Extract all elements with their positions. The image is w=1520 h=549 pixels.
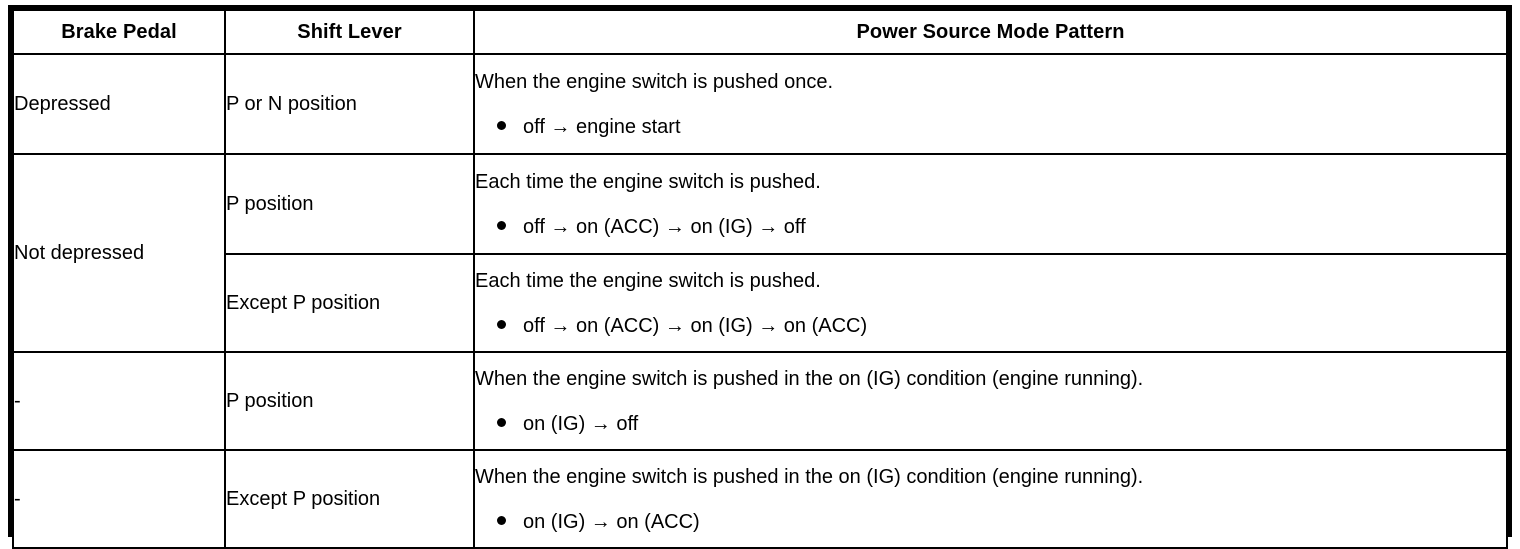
power-pattern-text: off → engine start	[523, 115, 681, 138]
column-header-shift-lever: Shift Lever	[224, 9, 475, 55]
power-condition-text: Each time the engine switch is pushed.	[475, 269, 821, 292]
power-source-mode-table: Brake Pedal Shift Lever Power Source Mod…	[12, 9, 1508, 549]
column-header-brake-pedal: Brake Pedal	[12, 9, 226, 55]
bullet-dot-icon	[497, 515, 506, 525]
cell-shift-lever: Except P position	[224, 253, 475, 353]
power-pattern-bullet-line: off → on (ACC) → on (IG) → on (ACC)	[475, 314, 1506, 338]
bullet-dot-icon	[497, 120, 506, 130]
bullet-dot-icon	[497, 220, 506, 230]
cell-brake-pedal: -	[12, 449, 226, 549]
cell-power-source-mode-pattern: When the engine switch is pushed once. o…	[473, 53, 1508, 155]
cell-brake-pedal: -	[12, 351, 226, 451]
power-pattern-bullet-line: off → engine start	[475, 115, 1506, 139]
power-pattern-bullet-line: on (IG) → on (ACC)	[475, 510, 1506, 534]
power-condition-text: When the engine switch is pushed in the …	[475, 367, 1144, 390]
table-row: Except P position Each time the engine s…	[13, 253, 1508, 353]
table-header-row: Brake Pedal Shift Lever Power Source Mod…	[12, 9, 1508, 55]
cell-shift-lever: P or N position	[224, 53, 475, 155]
power-pattern-text: on (IG) → off	[523, 412, 639, 435]
power-condition-text: When the engine switch is pushed once.	[475, 70, 833, 93]
table-row: - Except P position When the engine swit…	[12, 449, 1508, 549]
cell-brake-pedal: Not depressed	[12, 153, 226, 353]
cell-power-source-mode-pattern: When the engine switch is pushed in the …	[473, 351, 1508, 451]
power-pattern-bullet-line: off → on (ACC) → on (IG) → off	[475, 215, 1506, 239]
table-row: Depressed P or N position When the engin…	[12, 53, 1508, 155]
power-source-mode-table-frame: Brake Pedal Shift Lever Power Source Mod…	[8, 5, 1512, 549]
column-header-power-source-mode-pattern: Power Source Mode Pattern	[473, 9, 1508, 55]
cell-brake-pedal: Depressed	[12, 53, 226, 155]
bullet-dot-icon	[497, 417, 506, 427]
cell-shift-lever: Except P position	[224, 449, 475, 549]
power-pattern-text: on (IG) → on (ACC)	[523, 510, 700, 533]
bullet-dot-icon	[497, 319, 506, 329]
power-pattern-text: off → on (ACC) → on (IG) → off	[523, 215, 806, 238]
cell-power-source-mode-pattern: When the engine switch is pushed in the …	[473, 449, 1508, 549]
cell-shift-lever: P position	[224, 153, 475, 255]
power-pattern-text: off → on (ACC) → on (IG) → on (ACC)	[523, 314, 868, 337]
power-condition-text: Each time the engine switch is pushed.	[475, 170, 821, 193]
cell-power-source-mode-pattern: Each time the engine switch is pushed. o…	[473, 253, 1508, 353]
table-row: Not depressed P position Each time the e…	[12, 153, 1508, 353]
power-condition-text: When the engine switch is pushed in the …	[475, 465, 1144, 488]
power-pattern-bullet-line: on (IG) → off	[475, 412, 1506, 436]
table-row: - P position When the engine switch is p…	[12, 351, 1508, 451]
cell-shift-lever: P position	[224, 351, 475, 451]
cell-power-source-mode-pattern: Each time the engine switch is pushed. o…	[473, 153, 1508, 255]
